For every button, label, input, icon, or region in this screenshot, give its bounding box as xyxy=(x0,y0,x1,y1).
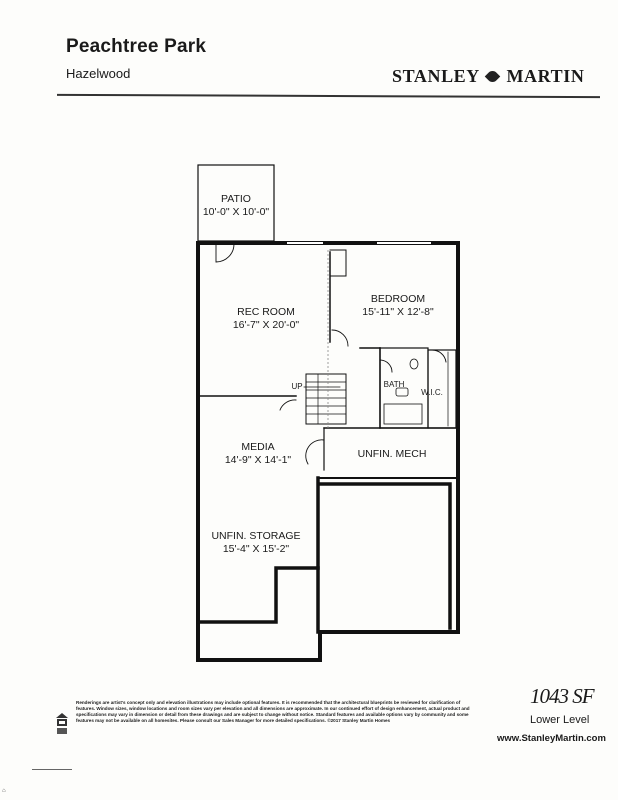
patio-label: PATIO 10'-0" X 10'-0" xyxy=(203,193,269,219)
storage-jog-wall xyxy=(196,566,320,624)
rec-room-name: REC ROOM xyxy=(237,306,295,318)
patio-door-swing xyxy=(215,243,235,263)
outer-wall xyxy=(196,241,460,662)
bath-door-swing xyxy=(379,359,393,373)
builder-logo-first: STANLEY xyxy=(392,66,480,86)
media-size: 14'-9" X 14'-1" xyxy=(224,454,292,466)
rec-room-size: 16'-7" X 20'-0" xyxy=(232,319,300,331)
bath-label: BATH xyxy=(383,380,405,389)
bedroom-label: BEDROOM 15'-11" X 12'-8" xyxy=(362,293,433,319)
builder-logo: STANLEY MARTIN xyxy=(392,66,584,87)
mech-door-swing xyxy=(305,439,325,465)
wic-door-swing xyxy=(431,349,447,363)
toilet xyxy=(409,358,419,370)
footer-rule xyxy=(32,769,72,770)
square-footage: 1043 SF xyxy=(530,684,595,708)
bedroom-name: BEDROOM xyxy=(370,293,426,305)
bedroom-size: 15'-11" X 12'-8" xyxy=(362,306,434,318)
builder-logo-second: MARTIN xyxy=(506,66,585,86)
wic-label: W.I.C. xyxy=(421,388,443,397)
website-link[interactable]: www.StanleyMartin.com xyxy=(497,733,606,744)
mls-watermark-icon: ⌂ xyxy=(2,788,6,794)
rec-room-label: REC ROOM 16'-7" X 20'-0" xyxy=(233,306,299,332)
model-name: Hazelwood xyxy=(66,66,131,81)
media-name: MEDIA xyxy=(241,441,275,453)
legal-disclaimer: Renderings are artist's concept only and… xyxy=(76,700,470,723)
floor-level: Lower Level xyxy=(530,714,590,726)
stair xyxy=(305,373,347,425)
mech-label: UNFIN. MECH xyxy=(357,448,427,460)
media-label: MEDIA 14'-9" X 14'-1" xyxy=(225,441,291,467)
garage-wall xyxy=(318,482,452,630)
tub xyxy=(383,403,423,425)
stair-up-label: UP xyxy=(291,382,303,391)
storage-size: 15'-4" X 15'-2" xyxy=(222,543,290,555)
community-name: Peachtree Park xyxy=(66,36,207,57)
patio-name: PATIO xyxy=(221,193,251,205)
bedroom-door-swing xyxy=(331,329,349,347)
storage-name: UNFIN. STORAGE xyxy=(211,530,301,542)
storage-label: UNFIN. STORAGE 15'-4" X 15'-2" xyxy=(211,530,300,556)
media-door-swing xyxy=(279,399,297,411)
patio-size: 10'-0" X 10'-0" xyxy=(202,206,270,218)
equal-housing-icon xyxy=(56,713,68,734)
